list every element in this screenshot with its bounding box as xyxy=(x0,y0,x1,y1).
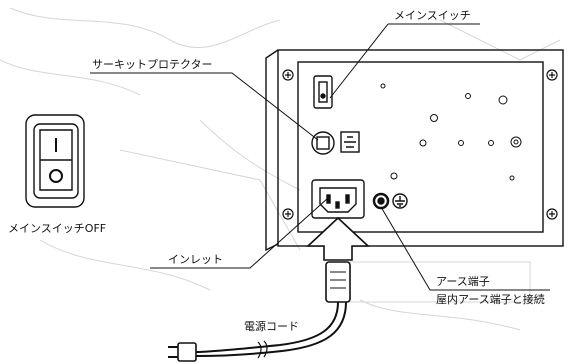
panel-inlet xyxy=(311,179,365,219)
power-cord-assembly xyxy=(168,216,371,362)
cord-plug xyxy=(325,261,351,303)
panel-outer-frame xyxy=(277,49,564,247)
panel-earth-terminal xyxy=(372,192,408,210)
insert-arrow xyxy=(305,216,371,261)
earth-terminal-label: アース端子 xyxy=(436,275,490,288)
main-switch-off-illustration xyxy=(25,114,85,208)
control-panel xyxy=(265,49,564,252)
main-switch-off-label: メインスイッチOFF xyxy=(8,222,106,235)
inlet-label: インレット xyxy=(168,253,223,266)
main-switch-label: メインスイッチ xyxy=(394,9,471,22)
leader-earth-terminal xyxy=(380,206,550,291)
switch-rocker xyxy=(39,129,73,191)
switch-off-mark xyxy=(49,169,63,183)
switch-bezel xyxy=(25,114,85,208)
circuit-protector-label: サーキットプロテクター xyxy=(92,58,213,71)
earth-connect-label: 屋内アース端子と接続 xyxy=(436,292,545,306)
leader-inlet xyxy=(150,197,329,269)
panel-holes xyxy=(380,83,522,181)
leader-lines xyxy=(90,23,550,291)
switch-bezel-inner xyxy=(33,123,79,199)
earth-symbol xyxy=(392,193,408,209)
power-cord-label: 電源コード xyxy=(244,319,299,333)
panel-inner-frame xyxy=(297,61,544,233)
panel-main-switch xyxy=(313,75,333,109)
panel-screws xyxy=(282,69,558,220)
wall-plug xyxy=(177,342,197,362)
panel-circuit-protector xyxy=(311,131,360,155)
cord-wire xyxy=(195,301,339,353)
leader-main-switch xyxy=(329,23,480,99)
leader-circuit-protector xyxy=(90,72,319,141)
